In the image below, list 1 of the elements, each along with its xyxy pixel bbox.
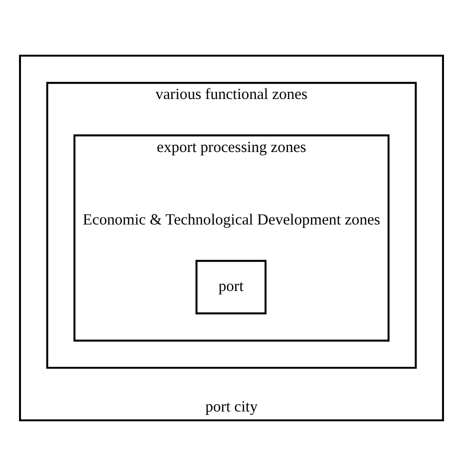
node-box: port bbox=[196, 259, 266, 314]
